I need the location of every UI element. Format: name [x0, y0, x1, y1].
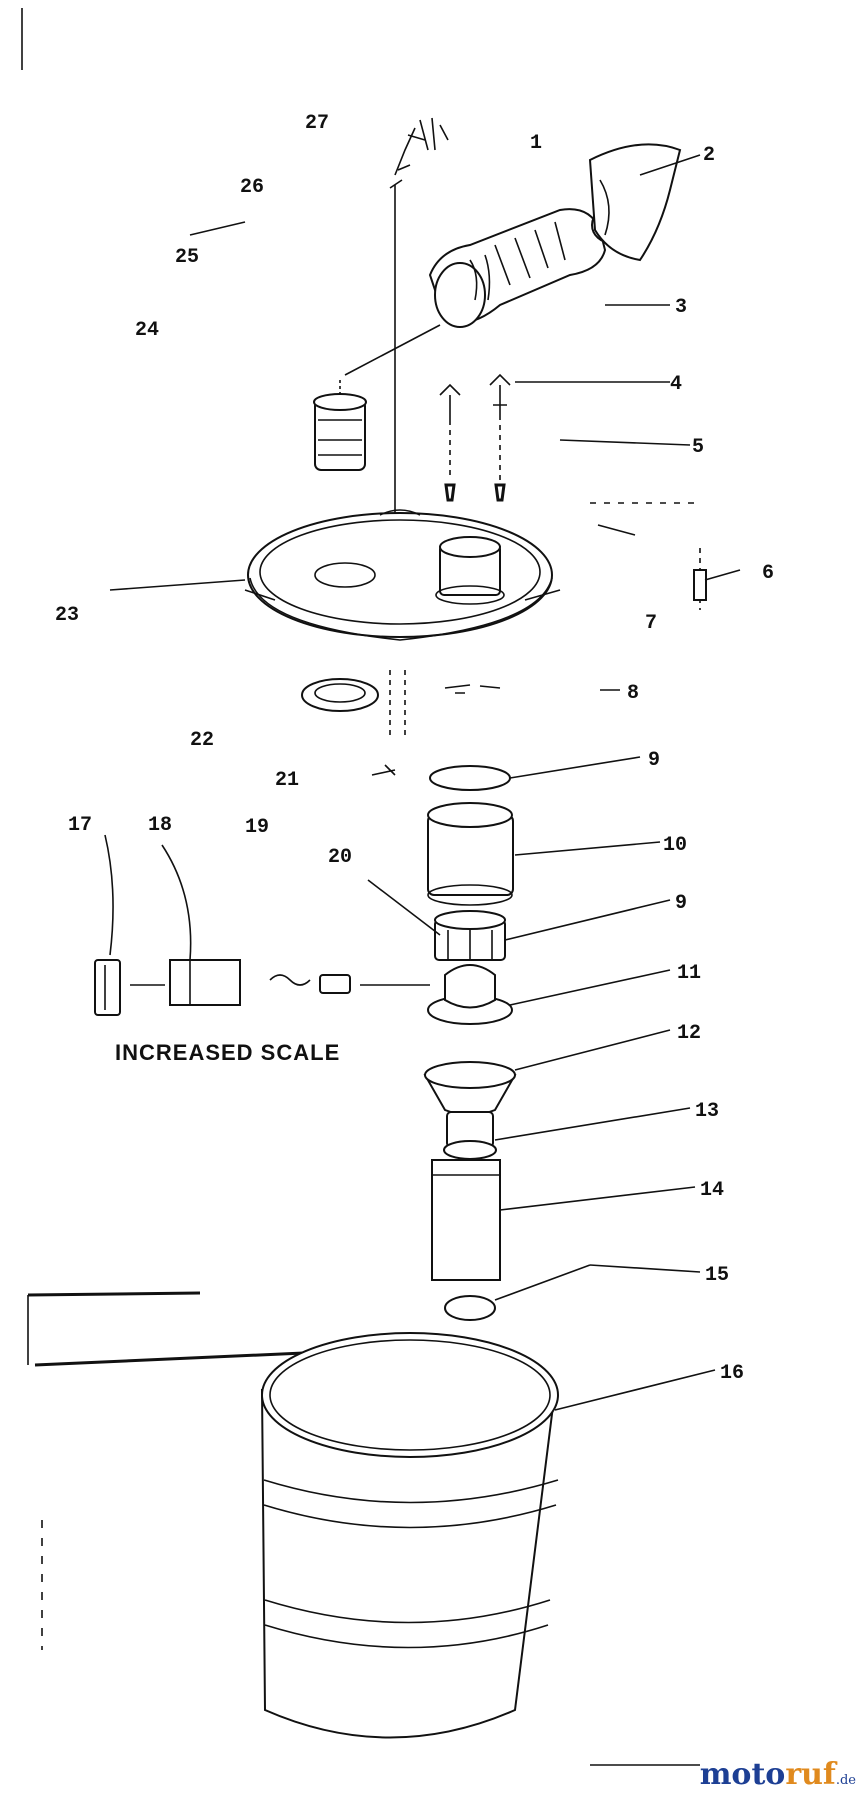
callout-12: 12: [677, 1022, 701, 1045]
callout-labels: 1 2 3 4 5 6 7 8 9 10 9 11 12 13 14 15 16…: [55, 112, 774, 1385]
small-screw: [371, 764, 396, 776]
funnel: [423, 1061, 517, 1148]
callout-1: 1: [530, 132, 542, 155]
watermark-part2: ruf: [785, 1757, 836, 1792]
bolt: [693, 548, 707, 610]
container-box: [431, 1159, 501, 1281]
callout-10: 10: [663, 834, 687, 857]
clip: [444, 684, 501, 694]
top-hardware: [389, 117, 449, 189]
callout-9a: 9: [648, 749, 660, 772]
callout-4: 4: [670, 373, 682, 396]
cone-part: [588, 143, 682, 262]
watermark-suffix: .de: [835, 1773, 856, 1788]
callout-19: 19: [245, 816, 269, 839]
callout-26: 26: [240, 176, 264, 199]
callout-3: 3: [675, 296, 687, 319]
sleeve: [434, 910, 506, 961]
lid-motor-housing: [435, 536, 505, 605]
screws: [439, 373, 511, 502]
callout-13: 13: [695, 1100, 719, 1123]
callout-5: 5: [692, 436, 704, 459]
filter-cap: [313, 380, 367, 471]
callout-9b: 9: [675, 892, 687, 915]
lid: [244, 509, 561, 641]
watermark-part1: moto: [699, 1757, 786, 1792]
callout-23: 23: [55, 604, 79, 627]
increased-scale-caption: INCREASED SCALE: [115, 1040, 340, 1065]
ring-top: [429, 765, 511, 791]
leader-lines: [104, 154, 741, 1411]
callout-17: 17: [68, 814, 92, 837]
gasket-ring: [301, 670, 406, 740]
callout-21: 21: [275, 769, 299, 792]
callout-8: 8: [627, 682, 639, 705]
guide-line: [597, 524, 636, 536]
base-plate: [427, 964, 513, 1025]
leader-24: [344, 324, 441, 376]
coupling: [443, 1140, 497, 1160]
filter-cylinder: [427, 802, 514, 906]
callout-20: 20: [328, 846, 352, 869]
motoruf-watermark: motoruf.de: [700, 1757, 856, 1792]
callout-25: 25: [175, 246, 199, 269]
callout-15: 15: [705, 1264, 729, 1287]
callout-27: 27: [305, 112, 329, 135]
callout-11: 11: [677, 962, 701, 985]
seal-disc: [444, 1295, 496, 1321]
callout-18: 18: [148, 814, 172, 837]
callout-2: 2: [703, 144, 715, 167]
callout-6: 6: [762, 562, 774, 585]
callout-24: 24: [135, 319, 159, 342]
callout-7: 7: [645, 612, 657, 635]
callout-16: 16: [720, 1362, 744, 1385]
callout-14: 14: [700, 1179, 724, 1202]
callout-22: 22: [190, 729, 214, 752]
drum: [260, 1332, 559, 1739]
increased-scale-detail: [94, 959, 430, 1016]
